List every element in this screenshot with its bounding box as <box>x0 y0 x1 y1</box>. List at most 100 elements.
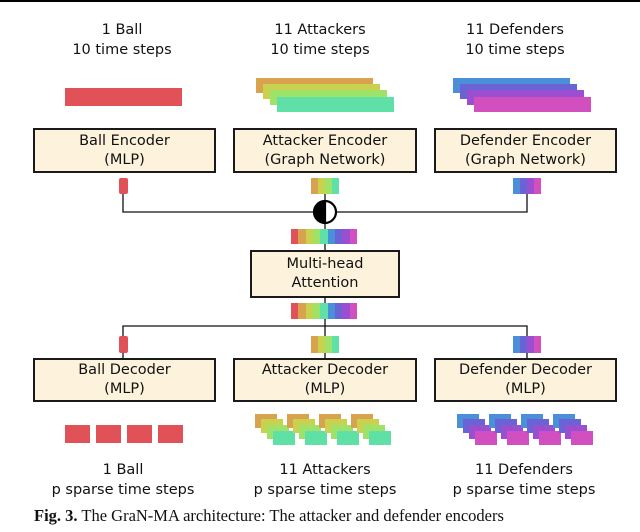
attacker-encoder-box: Attacker Encoder (Graph Network) <box>233 128 417 173</box>
embedding-segment <box>527 178 534 194</box>
embedding-segment <box>318 178 325 194</box>
ball-decoder-title: Ball Decoder <box>78 362 171 378</box>
embedding-segment <box>291 229 299 244</box>
embedding-segment <box>334 229 343 244</box>
embedding-segment <box>298 229 306 244</box>
embedding-segment <box>534 178 541 194</box>
defender-encoder-sub: (Graph Network) <box>465 151 586 168</box>
attacker-output-block <box>305 431 327 445</box>
ball-output-block <box>65 425 90 443</box>
defender-output-block <box>539 431 561 445</box>
defender-decoder-sub: (MLP) <box>505 381 546 397</box>
embedding-segment <box>311 178 318 194</box>
defender-input-bar <box>474 97 591 112</box>
attacker-decoder-title: Attacker Decoder <box>261 362 389 378</box>
ball-output-block <box>127 425 152 443</box>
embedding-segment <box>325 336 332 353</box>
embedding-segment <box>520 178 527 194</box>
ball-encoder-box: Ball Encoder (MLP) <box>33 128 216 173</box>
embedding-segment <box>318 336 325 353</box>
embedding-segment <box>342 303 350 319</box>
attackers-input-label: 11 Attackers 10 time steps <box>250 20 390 60</box>
embedding-segment <box>332 178 339 194</box>
ball-encoder-sub: (MLP) <box>104 151 145 168</box>
attackers-output-count: 11 Attackers <box>279 462 371 478</box>
ball-decoder-box: Ball Decoder (MLP) <box>33 358 216 402</box>
defender-encoder-box: Defender Encoder (Graph Network) <box>434 128 617 173</box>
ball-decoder-input-chip <box>119 336 128 353</box>
ball-output-label: 1 Ball p sparse time steps <box>38 460 208 500</box>
embedding-segment <box>312 303 321 319</box>
figure-caption: Fig. 3. The GraN-MA architecture: The at… <box>34 506 504 526</box>
embedding-segment <box>513 178 520 194</box>
ball-output-block <box>158 425 183 443</box>
defenders-output-count: 11 Defenders <box>474 462 573 478</box>
attacker-embedding-chip <box>311 178 339 194</box>
embedding-segment <box>332 336 339 353</box>
attackers-input-count: 11 Attackers <box>274 22 366 38</box>
multi-head-attention-box: Multi-head Attention <box>250 250 400 298</box>
ball-output-count: 1 Ball <box>102 462 144 478</box>
ball-input-steps: 10 time steps <box>72 42 172 58</box>
embedding-segment <box>291 303 299 319</box>
defender-output-block <box>507 431 529 445</box>
fused-embedding <box>291 303 357 319</box>
ball-output-steps: p sparse time steps <box>51 482 195 498</box>
embedding-segment <box>349 303 357 319</box>
embedding-segment <box>325 178 332 194</box>
defenders-input-label: 11 Defenders 10 time steps <box>445 20 585 60</box>
ball-output-block <box>96 425 121 443</box>
attacker-encoder-title: Attacker Encoder <box>262 132 388 149</box>
ball-input-label: 1 Ball 10 time steps <box>52 20 192 60</box>
embedding-segment <box>534 336 541 353</box>
ball-input-count: 1 Ball <box>101 22 143 38</box>
attackers-input-steps: 10 time steps <box>270 42 370 58</box>
embedding-segment <box>520 336 527 353</box>
defenders-input-count: 11 Defenders <box>465 22 564 38</box>
attackers-output-label: 11 Attackers p sparse time steps <box>236 460 414 500</box>
ball-input-bar <box>65 88 182 106</box>
embedding-segment <box>349 229 357 244</box>
attacker-output-block <box>337 431 359 445</box>
attacker-input-bar <box>277 97 394 112</box>
attacker-output-block <box>369 431 391 445</box>
concatenation-icon <box>312 199 338 225</box>
defenders-output-label: 11 Defenders p sparse time steps <box>434 460 614 500</box>
caption-label: Fig. 3. <box>34 506 78 525</box>
ball-decoder-sub: (MLP) <box>104 381 145 397</box>
defenders-input-steps: 10 time steps <box>465 42 565 58</box>
defender-decoder-box: Defender Decoder (MLP) <box>434 358 617 402</box>
attention-line2: Attention <box>291 275 359 291</box>
attacker-output-block <box>273 431 295 445</box>
attention-line1: Multi-head <box>286 256 364 272</box>
concatenated-embedding <box>291 229 357 244</box>
embedding-segment <box>298 303 306 319</box>
ball-embedding-chip <box>119 178 128 194</box>
embedding-segment <box>327 229 335 244</box>
defender-encoder-title: Defender Encoder <box>459 132 592 149</box>
embedding-segment <box>312 229 321 244</box>
defender-output-block <box>475 431 497 445</box>
defender-decoder-title: Defender Decoder <box>458 362 592 378</box>
attacker-decoder-sub: (MLP) <box>304 381 346 397</box>
attacker-encoder-sub: (Graph Network) <box>264 151 386 168</box>
embedding-segment <box>305 303 313 319</box>
ball-encoder-title: Ball Encoder <box>79 132 170 149</box>
caption-text: The GraN-MA architecture: The attacker a… <box>81 506 504 525</box>
embedding-segment <box>513 336 520 353</box>
attackers-output-steps: p sparse time steps <box>253 482 397 498</box>
embedding-segment <box>527 336 534 353</box>
defender-decoder-input-chip <box>513 336 541 353</box>
attacker-decoder-box: Attacker Decoder (MLP) <box>233 358 417 402</box>
embedding-segment <box>342 229 350 244</box>
embedding-segment <box>327 303 335 319</box>
embedding-segment <box>320 229 328 244</box>
defender-embedding-chip <box>513 178 541 194</box>
top-border <box>0 0 640 2</box>
defender-output-block <box>571 431 593 445</box>
embedding-segment <box>311 336 318 353</box>
embedding-segment <box>334 303 343 319</box>
defenders-output-steps: p sparse time steps <box>452 482 596 498</box>
embedding-segment <box>305 229 313 244</box>
